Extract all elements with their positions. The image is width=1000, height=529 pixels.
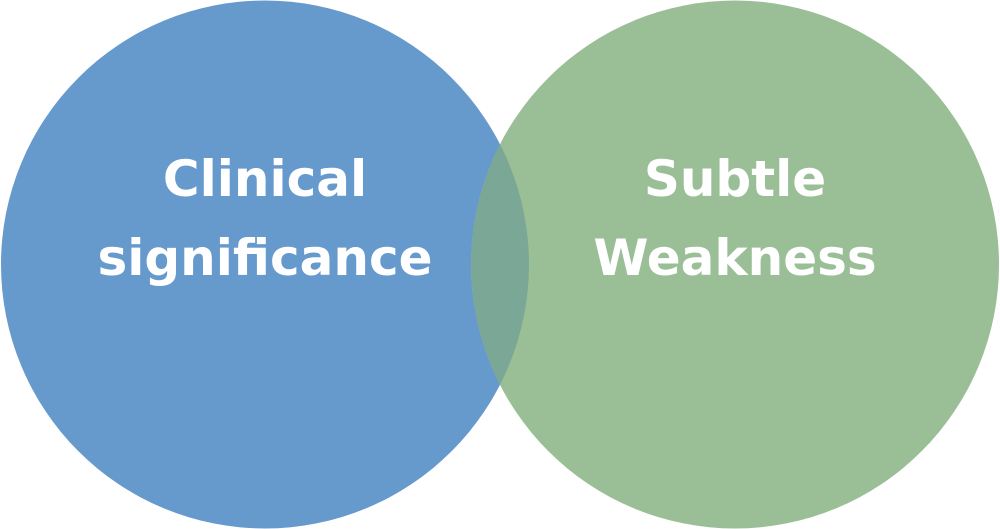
right-set-label-line-2: Weakness xyxy=(593,229,876,287)
left-set-label-line-2: significance xyxy=(97,229,432,287)
left-set-label: Clinical significance xyxy=(97,150,432,287)
left-set-label-line-1: Clinical xyxy=(163,150,367,208)
right-set-circle xyxy=(471,0,999,529)
right-set-label-line-1: Subtle xyxy=(644,150,826,208)
left-set-circle xyxy=(1,0,529,529)
right-set-label: Subtle Weakness xyxy=(593,150,876,287)
